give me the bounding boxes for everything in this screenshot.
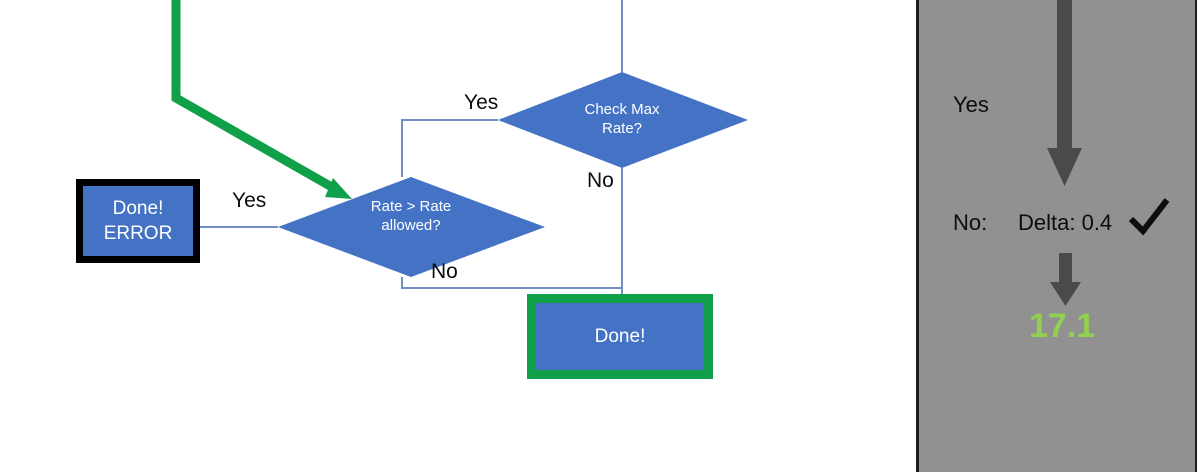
check-mark-icon [1128,198,1170,236]
panel-no-label: No: [953,210,988,235]
right-status-panel: Yes No: Delta: 0.4 17.1 [916,0,1197,472]
panel-arrows [1047,0,1082,306]
connector-check-max-rate-yes [401,119,498,177]
panel-result-value: 17.1 [1029,307,1096,345]
terminator-done[interactable]: Done! [527,294,713,379]
decision-rate-greater-than-allowed[interactable] [278,177,545,277]
edge-label-check-max-rate-no: No [587,169,614,192]
panel-yes-label: Yes [953,92,989,117]
down-arrow-short-icon [1050,253,1081,306]
edge-label-check-max-rate-yes: Yes [464,91,499,114]
highlight-path-arrow [171,0,352,199]
edge-label-rate-greater-than-allowed-yes: Yes [232,189,267,212]
terminator-done-label: Done! [594,326,646,347]
flowchart-diagram [171,0,748,294]
decision-check-max-rate[interactable] [498,72,748,168]
edge-label-rate-greater-than-allowed-no: No [431,260,458,283]
connector-rate-gt-no [401,277,622,289]
down-arrow-long-icon [1047,0,1082,186]
terminator-done-error-label: Done! ERROR [103,198,173,244]
terminator-done-error[interactable]: Done! ERROR [76,179,200,263]
panel-delta-label: Delta: 0.4 [1018,210,1113,235]
